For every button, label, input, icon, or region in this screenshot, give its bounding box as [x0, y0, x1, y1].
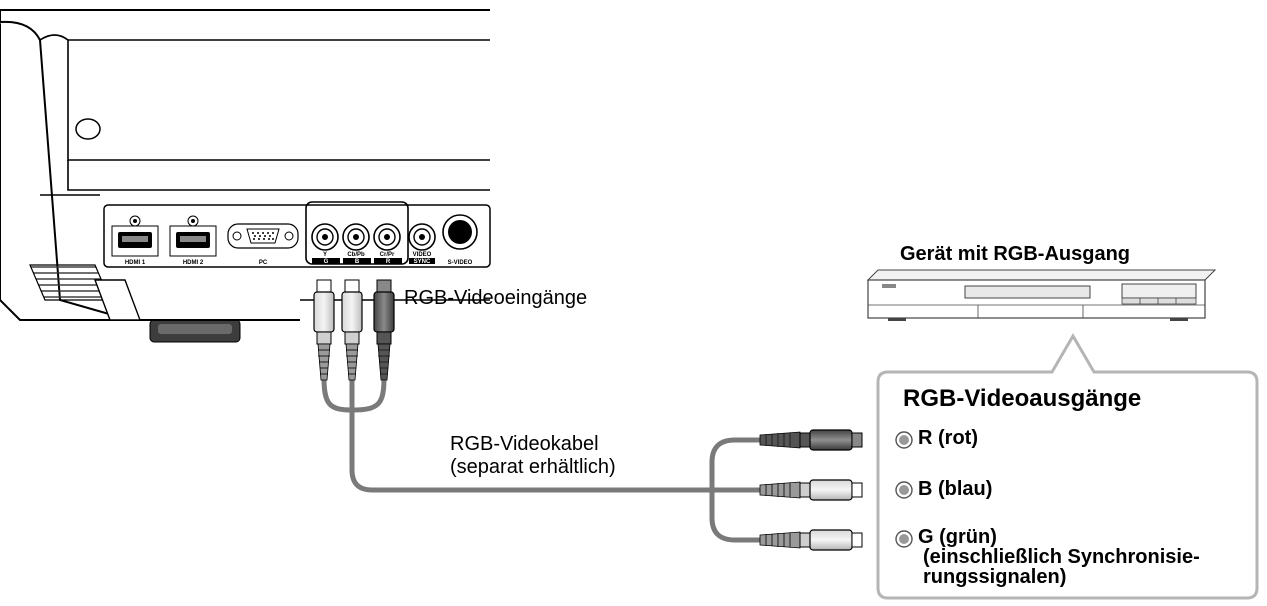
plug-green [313, 279, 335, 381]
outputs-title: RGB-Videoausgänge [903, 385, 1142, 412]
output-r-label: R (rot) [918, 427, 978, 449]
rgb-inputs-label: RGB-Videoeingänge [404, 287, 588, 309]
pc-label: PC [259, 260, 268, 266]
cb-b-jack [342, 223, 370, 251]
hdmi2-label: HDMI 2 [183, 260, 204, 266]
y-label: Y [323, 252, 327, 258]
output-g-label: G (grün) [918, 526, 997, 548]
rgb-source-device [866, 269, 1217, 321]
video-label: VIDEO [413, 252, 432, 258]
cbpb-label: Cb/Pb [347, 252, 365, 258]
plug-end-blue [759, 479, 863, 501]
r-label: R [386, 259, 391, 265]
svideo-label: S-VIDEO [448, 260, 473, 266]
plug-end-green [759, 529, 863, 551]
hdmi1-label: HDMI 1 [125, 260, 146, 266]
sync-label: SYNC [414, 259, 431, 265]
output-g-note-line1: (einschließlich Synchronisie- [923, 546, 1200, 568]
crpr-label: Cr/Pr [380, 252, 395, 258]
video-sync-jack [408, 223, 436, 251]
plug-red [373, 279, 395, 381]
output-g-note-line2: rungssignalen) [923, 566, 1067, 588]
hdmi2-port [169, 215, 217, 257]
y-g-jack [311, 223, 339, 251]
g-label: G [324, 259, 329, 265]
outputs-callout [876, 333, 1259, 600]
jack-b-icon [895, 481, 913, 499]
plug-end-red [759, 429, 863, 451]
cable-label-line2: (separat erhältlich) [450, 456, 616, 478]
device-title: Gerät mit RGB-Ausgang [900, 243, 1131, 265]
cable-label-line1: RGB-Videokabel [450, 433, 599, 455]
svideo-port [442, 214, 478, 250]
b-label: B [355, 259, 360, 265]
cr-r-jack [373, 223, 401, 251]
rgb-video-cable [321, 377, 790, 543]
jack-r-icon [895, 431, 913, 449]
plug-blue [341, 279, 363, 381]
projector: HDMI 1 HDMI 2 PC [0, 9, 491, 343]
output-b-label: B (blau) [918, 478, 993, 500]
jack-g-icon [895, 530, 913, 548]
hdmi1-port [111, 215, 159, 257]
pc-port [227, 223, 299, 249]
